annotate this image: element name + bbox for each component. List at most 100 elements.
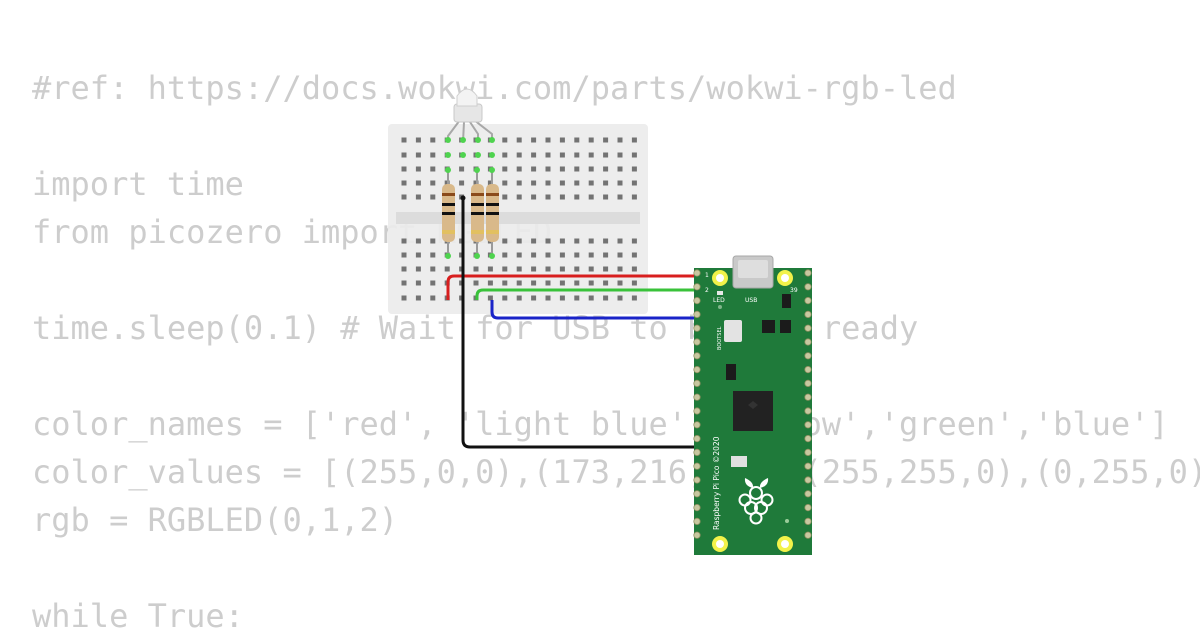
pico-pin[interactable] — [693, 365, 701, 374]
breadboard-hole — [559, 295, 565, 301]
breadboard[interactable] — [388, 124, 648, 314]
breadboard-hole — [545, 295, 551, 301]
pico-pin[interactable] — [693, 462, 701, 470]
breadboard-hole — [487, 280, 493, 286]
pico-pin[interactable] — [804, 310, 812, 318]
breadboard-hole — [574, 252, 580, 258]
pico-pin[interactable] — [693, 324, 701, 332]
breadboard-hole — [401, 152, 407, 158]
pico-pin[interactable] — [693, 296, 701, 305]
pico-pins — [693, 269, 812, 539]
breadboard-hole — [574, 180, 580, 186]
pico-pin[interactable] — [693, 338, 701, 346]
pico-pin[interactable] — [693, 448, 701, 456]
usb-label: USB — [745, 297, 757, 304]
breadboard-hole — [516, 137, 522, 143]
breadboard-hole — [545, 180, 551, 186]
breadboard-hole — [531, 152, 537, 158]
breadboard-hole — [502, 238, 508, 244]
breadboard-hole — [588, 252, 594, 258]
breadboard-hole — [588, 280, 594, 286]
pico-pin[interactable] — [693, 407, 701, 415]
pico-pin[interactable] — [804, 490, 812, 498]
resistor-3[interactable] — [486, 170, 499, 256]
pico-pin[interactable] — [693, 283, 701, 291]
pico-pin[interactable] — [804, 379, 812, 387]
pico-pin[interactable] — [804, 503, 812, 512]
breadboard-hole — [574, 280, 580, 286]
pico-pin[interactable] — [804, 352, 812, 360]
breadboard-hole — [631, 266, 637, 272]
pico-pin[interactable] — [804, 448, 812, 456]
pico-pin[interactable] — [693, 517, 701, 526]
breadboard-hole — [617, 137, 623, 143]
pico-pin[interactable] — [693, 476, 701, 484]
breadboard-hole — [516, 238, 522, 244]
pico-pin[interactable] — [693, 393, 701, 401]
breadboard-hole — [502, 266, 508, 272]
pico-pin[interactable] — [804, 462, 812, 470]
pico-pin[interactable] — [693, 379, 701, 387]
pico-pin[interactable] — [804, 434, 812, 443]
pico-pin[interactable] — [693, 269, 701, 277]
pico-pin[interactable] — [693, 421, 701, 429]
wire-blue[interactable] — [490, 300, 706, 320]
pico-pin[interactable] — [804, 365, 812, 374]
breadboard-hole — [631, 295, 637, 301]
breadboard-hole — [430, 137, 436, 143]
pico-pin[interactable] — [804, 393, 812, 401]
breadboard-hole — [401, 180, 407, 186]
pico-pin[interactable] — [693, 310, 701, 318]
wire-green[interactable] — [475, 288, 706, 300]
pico-pin[interactable] — [693, 352, 701, 360]
pico-pin[interactable] — [804, 517, 812, 526]
pico-pin[interactable] — [804, 476, 812, 484]
raspberry-pi-pico[interactable]: 1 2 39 USB LED BOOTSEL Raspberry Pi Pico… — [693, 255, 812, 555]
breadboard-hole — [401, 295, 407, 301]
pico-pin[interactable] — [693, 531, 701, 539]
breadboard-hole — [531, 166, 537, 172]
pico-pin[interactable] — [804, 338, 812, 346]
breadboard-hole — [473, 266, 479, 272]
resistor-1[interactable] — [442, 170, 455, 256]
pico-pin[interactable] — [804, 531, 812, 539]
wire-black[interactable] — [461, 198, 706, 449]
pico-pin[interactable] — [804, 269, 812, 277]
breadboard-hole — [617, 180, 623, 186]
wire-red[interactable] — [446, 274, 706, 300]
breadboard-hole — [574, 266, 580, 272]
breadboard-hole — [502, 137, 508, 143]
breadboard-hole — [459, 180, 465, 186]
breadboard-hole — [430, 238, 436, 244]
breadboard-hole — [617, 238, 623, 244]
breadboard-hole — [415, 137, 421, 143]
breadboard-hole — [430, 252, 436, 258]
pico-pin[interactable] — [693, 503, 701, 512]
bootsel-label: BOOTSEL — [717, 326, 723, 350]
breadboard-hole — [415, 238, 421, 244]
breadboard-hole — [574, 166, 580, 172]
pico-pin[interactable] — [804, 324, 812, 332]
breadboard-hole — [401, 280, 407, 286]
resistor-2[interactable] — [471, 170, 484, 256]
pico-pin[interactable] — [693, 434, 701, 443]
bootsel-button[interactable] — [724, 320, 742, 342]
breadboard-hole — [473, 280, 479, 286]
breadboard-hole — [502, 166, 508, 172]
breadboard-hole — [574, 194, 580, 200]
pico-pin[interactable] — [804, 421, 812, 429]
pico-pin[interactable] — [693, 490, 701, 498]
breadboard-hole — [574, 295, 580, 301]
breadboard-hole — [559, 280, 565, 286]
breadboard-hole — [487, 295, 493, 301]
code-line: while True: — [32, 597, 244, 630]
breadboard-hole — [516, 252, 522, 258]
pico-pin[interactable] — [804, 283, 812, 291]
pico-pin[interactable] — [804, 407, 812, 415]
breadboard-hole — [559, 266, 565, 272]
pico-pin[interactable] — [804, 296, 812, 305]
breadboard-hole — [516, 152, 522, 158]
breadboard-hole — [574, 238, 580, 244]
rgb-led[interactable] — [445, 88, 495, 158]
breadboard-hole — [588, 295, 594, 301]
